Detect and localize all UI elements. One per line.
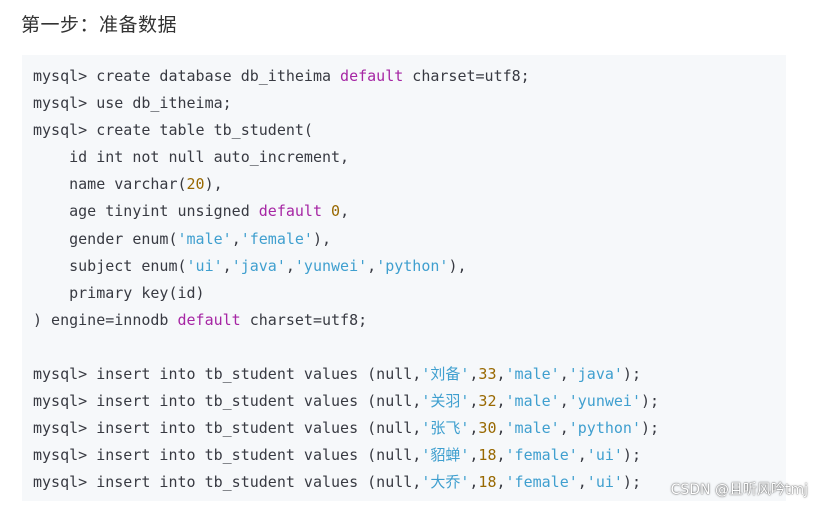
code-token: subject enum( bbox=[33, 256, 187, 275]
code-token: mysql> create table tb_student( bbox=[33, 121, 313, 140]
code-token-num: 20 bbox=[186, 175, 205, 194]
code-token: , bbox=[577, 446, 587, 465]
code-token: ), bbox=[204, 175, 223, 194]
code-line: mysql> create database db_itheima defaul… bbox=[33, 63, 659, 90]
code-token: , bbox=[496, 392, 506, 411]
code-token-str: '张飞' bbox=[421, 419, 470, 438]
code-token: age tinyint unsigned bbox=[33, 202, 259, 221]
code-token-str: 'ui' bbox=[586, 473, 623, 492]
code-line: name varchar(20), bbox=[33, 171, 659, 198]
code-token: , bbox=[469, 473, 479, 492]
code-token-kw: default bbox=[340, 67, 404, 85]
code-line: mysql> insert into tb_student values (nu… bbox=[33, 469, 659, 496]
code-token-str: 'java' bbox=[568, 365, 623, 384]
code-block: mysql> create database db_itheima defaul… bbox=[22, 55, 786, 501]
code-token-str: 'female' bbox=[240, 229, 313, 248]
code-token: , bbox=[559, 392, 569, 411]
code-token-num: 0 bbox=[331, 202, 341, 221]
code-token: , bbox=[222, 256, 232, 275]
code-token-str: 'ui' bbox=[586, 446, 623, 465]
code-token-num: 32 bbox=[478, 392, 497, 411]
code-token: , bbox=[231, 229, 241, 248]
code-token: mysql> create database db_itheima bbox=[33, 67, 341, 85]
code-line: mysql> insert into tb_student values (nu… bbox=[33, 361, 659, 388]
code-token: ) engine=innodb bbox=[33, 310, 178, 329]
code-token: ); bbox=[640, 392, 660, 411]
code-token: mysql> insert into tb_student values (nu… bbox=[33, 473, 422, 492]
code-token-str: 'female' bbox=[505, 446, 578, 465]
code-token-str: '大乔' bbox=[421, 473, 470, 492]
code-line: id int not null auto_increment, bbox=[33, 144, 659, 171]
code-token: ); bbox=[640, 419, 660, 438]
code-token: , bbox=[340, 202, 350, 221]
code-line: ) engine=innodb default charset=utf8; bbox=[33, 307, 659, 334]
code-token-str: 'yunwei' bbox=[294, 256, 368, 275]
code-token: mysql> insert into tb_student values (nu… bbox=[33, 419, 422, 438]
code-token: charset=utf8; bbox=[403, 67, 530, 85]
code-token-num: 33 bbox=[478, 365, 497, 384]
code-line: mysql> create table tb_student( bbox=[33, 117, 659, 144]
code-token: gender enum( bbox=[33, 229, 178, 248]
code-token: , bbox=[367, 256, 377, 275]
code-line: mysql> insert into tb_student values (nu… bbox=[33, 388, 659, 415]
code-token-kw: default bbox=[258, 202, 322, 221]
code-token: , bbox=[469, 365, 479, 384]
code-token: , bbox=[496, 419, 506, 438]
code-token-num: 18 bbox=[478, 473, 497, 492]
code-token: ); bbox=[622, 446, 641, 465]
code-token: , bbox=[496, 365, 506, 384]
code-token: ); bbox=[622, 365, 641, 384]
code-line: primary key(id) bbox=[33, 280, 659, 307]
code-token: , bbox=[469, 446, 479, 465]
section-heading: 第一步：准备数据 bbox=[21, 14, 178, 36]
code-token-num: 30 bbox=[478, 419, 497, 438]
code-token: ), bbox=[448, 256, 467, 275]
code-token bbox=[322, 202, 331, 220]
code-token: mysql> insert into tb_student values (nu… bbox=[33, 365, 422, 384]
code-token-str: '关羽' bbox=[421, 392, 470, 411]
code-token-str: 'yunwei' bbox=[568, 392, 641, 411]
code-token-str: 'java' bbox=[231, 256, 286, 275]
code-token: , bbox=[496, 473, 506, 492]
code-token-str: 'male' bbox=[505, 419, 560, 438]
sql-code: mysql> create database db_itheima defaul… bbox=[33, 63, 659, 497]
code-token: mysql> insert into tb_student values (nu… bbox=[33, 446, 422, 465]
code-token: mysql> insert into tb_student values (nu… bbox=[33, 392, 422, 411]
code-token: mysql> use db_itheima; bbox=[33, 94, 232, 113]
code-token-str: 'ui' bbox=[186, 256, 223, 275]
code-token-str: 'python' bbox=[568, 419, 641, 438]
code-token: ); bbox=[622, 473, 641, 492]
code-token: , bbox=[469, 419, 479, 438]
code-token: , bbox=[577, 473, 587, 492]
code-token-str: 'male' bbox=[505, 365, 560, 384]
code-token: , bbox=[559, 419, 569, 438]
code-token: , bbox=[469, 392, 479, 411]
code-line bbox=[33, 334, 659, 361]
code-token-str: 'python' bbox=[376, 256, 449, 275]
code-line: subject enum('ui','java','yunwei','pytho… bbox=[33, 253, 659, 280]
code-token-kw: default bbox=[177, 310, 241, 329]
code-token-str: 'male' bbox=[177, 229, 232, 248]
code-token-str: 'male' bbox=[505, 392, 560, 411]
code-line: mysql> insert into tb_student values (nu… bbox=[33, 415, 659, 442]
code-token: , bbox=[285, 256, 295, 275]
code-token: , bbox=[559, 365, 569, 384]
code-token: primary key(id) bbox=[33, 283, 205, 302]
code-line: mysql> use db_itheima; bbox=[33, 90, 659, 117]
code-token: charset=utf8; bbox=[240, 310, 368, 329]
code-line: mysql> insert into tb_student values (nu… bbox=[33, 442, 659, 469]
code-line: age tinyint unsigned default 0, bbox=[33, 198, 659, 225]
code-token: id int not null auto_increment, bbox=[33, 148, 350, 167]
code-token: , bbox=[496, 446, 506, 465]
code-token: name varchar( bbox=[33, 175, 187, 194]
code-token-str: '貂蝉' bbox=[421, 446, 470, 465]
code-token-num: 18 bbox=[478, 446, 497, 465]
code-token-str: 'female' bbox=[505, 473, 578, 492]
code-token-str: '刘备' bbox=[421, 365, 470, 384]
csdn-watermark: CSDN @且听风吟tmj bbox=[670, 482, 808, 498]
code-token: ), bbox=[312, 229, 332, 248]
code-line: gender enum('male','female'), bbox=[33, 226, 659, 253]
